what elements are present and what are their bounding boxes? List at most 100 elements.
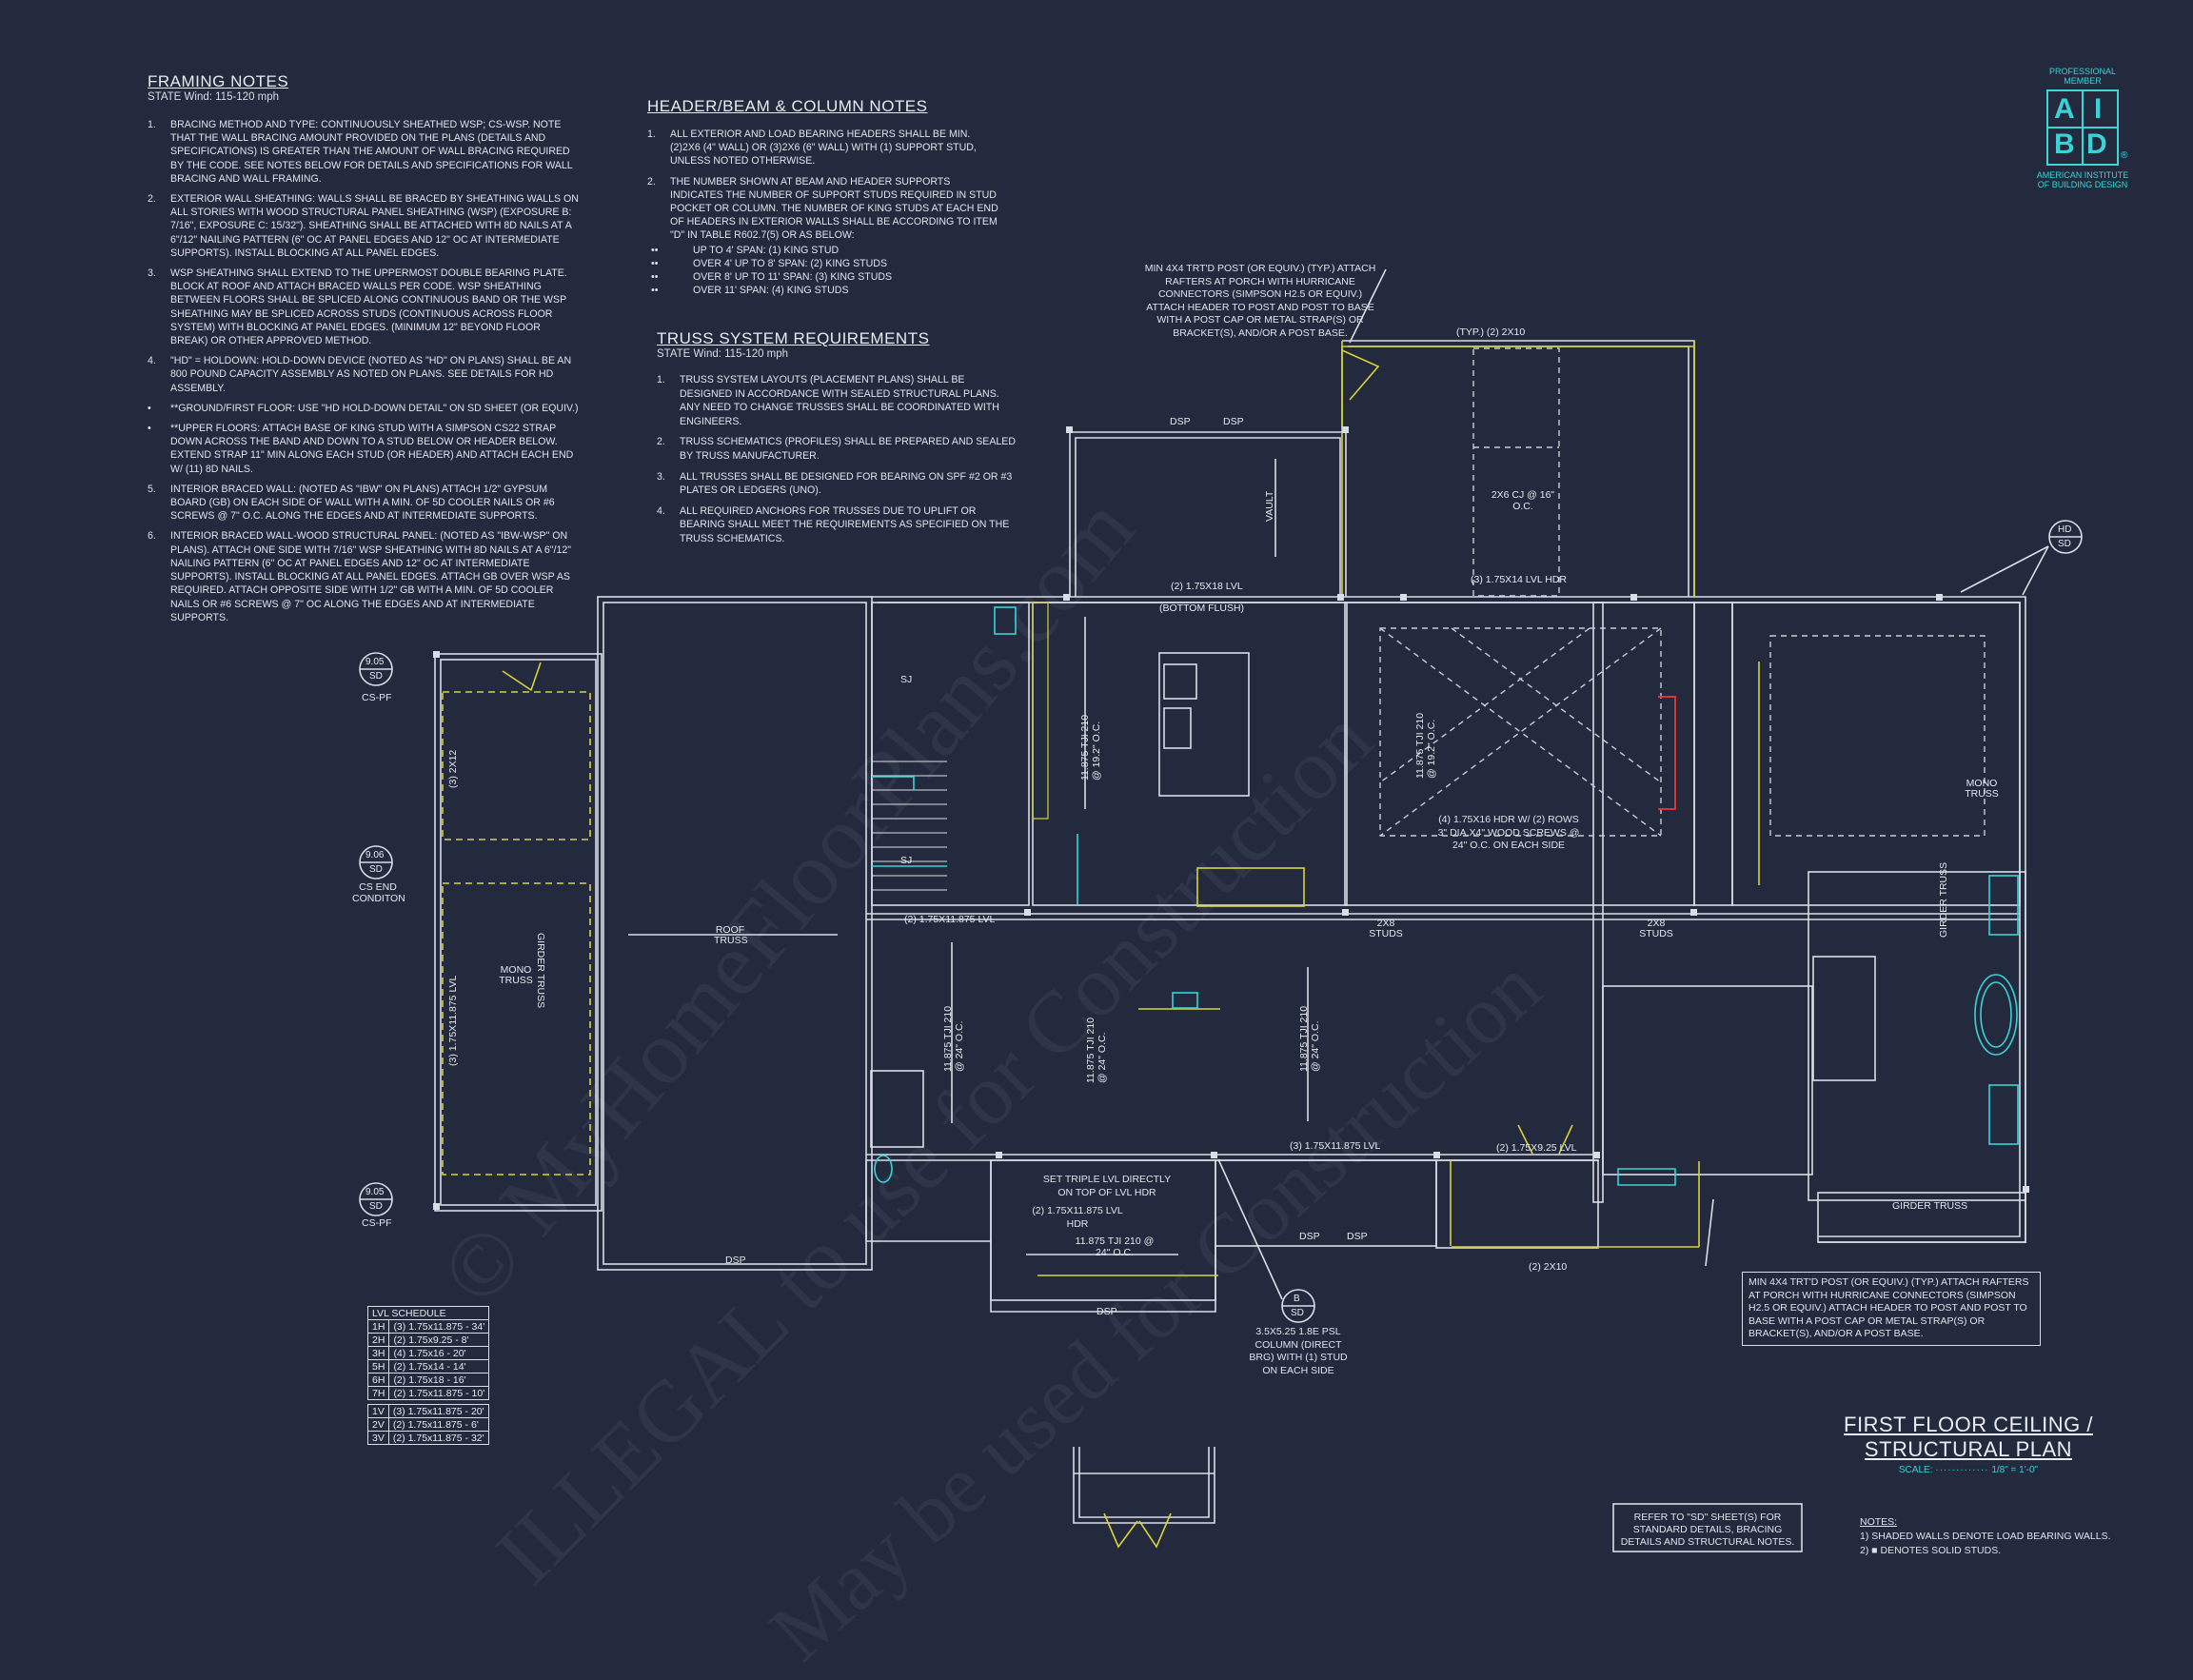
note-number: •	[148, 402, 151, 414]
label-studs-2x8-b: 2x8 STUDS	[1639, 918, 1673, 939]
note-text: EXTERIOR WALL SHEATHING: WALLS SHALL BE …	[170, 193, 579, 259]
label-girder-truss-left: GIRDER TRUSS	[535, 933, 546, 1009]
note-text: TRUSS SYSTEM LAYOUTS (PLACEMENT PLANS) S…	[680, 374, 999, 427]
note-item: 6. INTERIOR BRACED WALL-WOOD STRUCTURAL P…	[148, 529, 581, 623]
note-number: 3.	[657, 470, 665, 483]
note-item: 4. "HD" = HOLDOWN: HOLD-DOWN DEVICE (NOTE…	[148, 354, 581, 395]
king-stud-rule-text: OVER 11' SPAN: (4) KING STUDS	[693, 285, 849, 297]
lvl-mark: 5H	[366, 1359, 390, 1374]
lvl-schedule-row: 6H(2) 1.75x18 - 16'	[366, 1373, 490, 1387]
tag-hd-sd: SD	[2058, 539, 2071, 549]
note-item: • **UPPER FLOORS: ATTACH BASE OF KING STU…	[148, 422, 581, 476]
note-number: 1.	[657, 374, 665, 385]
aibd-bottom-text: AMERICAN INSTITUTE OF BUILDING DESIGN	[2036, 170, 2129, 189]
lvl-mark: 3H	[366, 1346, 390, 1360]
king-stud-rule: ••UP TO 4' SPAN: (1) KING STUD	[647, 244, 999, 257]
note-text: INTERIOR BRACED WALL-WOOD STRUCTURAL PAN…	[170, 530, 572, 623]
note-item: 1. TRUSS SYSTEM LAYOUTS (PLACEMENT PLANS)…	[657, 373, 1018, 428]
label-dsp-garage: DSP	[725, 1255, 746, 1266]
callout-porch-post-bottom: MIN 4x4 TRT'D POST (OR EQUIV.) (TYP.) AT…	[1742, 1272, 2041, 1346]
king-stud-rule: •• OVER 11' SPAN: (4) KING STUDS	[647, 284, 999, 297]
tag-hd: HD	[2058, 524, 2072, 535]
sheet-title-line2: STRUCTURAL PLAN	[1864, 1437, 2073, 1461]
note-item: 3.WSP SHEATHING SHALL EXTEND TO THE UPPE…	[148, 267, 581, 347]
lvl-schedule-row: 2V(2) 1.75x11.875 - 6'	[367, 1417, 489, 1432]
note-number: 6.	[148, 530, 156, 543]
king-stud-rule-text: OVER 4' UP TO 8' SPAN: (2) KING STUDS	[693, 257, 888, 269]
garage-main-outline	[597, 596, 873, 1271]
label-tji-dining: 11.875 TJI 210 @ 24" O.C.	[1298, 1005, 1321, 1072]
label-girder-truss-right: GIRDER TRUSS	[1938, 861, 1949, 938]
label-cs-pf-top: CS-PF	[362, 692, 392, 703]
callout-triple-lvl: SET TRIPLE LVL DIRECTLY ON TOP OF LVL HD…	[1042, 1174, 1172, 1198]
note-number: 1.	[148, 119, 156, 130]
note-text: WSP SHEATHING SHALL EXTEND TO THE UPPERM…	[170, 267, 567, 347]
note-text: "HD" = HOLDOWN: HOLD-DOWN DEVICE (NOTED …	[170, 355, 572, 394]
label-sj-a: SJ	[900, 674, 913, 685]
label-2x10-bottom: (2) 2x10	[1529, 1261, 1568, 1273]
header-notes-list: 1.ALL EXTERIOR AND LOAD BEARING HEADERS …	[647, 128, 999, 243]
aibd-reg-mark: ®	[2121, 150, 2128, 161]
lvl-schedule-row: 5H(2) 1.75x14 - 14'	[366, 1359, 490, 1374]
garage-left-outline	[434, 653, 603, 1212]
note-number: 2.	[148, 193, 156, 206]
label-dsp-porch: DSP	[1096, 1306, 1117, 1317]
bullet-glyph: ••	[651, 244, 659, 256]
aibd-letter-d: D	[2086, 128, 2107, 160]
tag-906: 9.06	[366, 850, 385, 860]
note-number: •	[148, 423, 151, 435]
bullet-glyph: ••	[651, 257, 659, 269]
label-mono-truss-right: MONO TRUSS	[1965, 778, 1999, 800]
note-text: **UPPER FLOORS: ATTACH BASE OF KING STUD…	[170, 423, 574, 475]
note-item: 4.ALL REQUIRED ANCHORS FOR TRUSSES DUE T…	[657, 504, 1018, 546]
label-lvl-2-11875: (2) 1.75x11.875 LVL	[904, 914, 996, 925]
label-girder-truss-bottom: GIRDER TRUSS	[1892, 1200, 1968, 1212]
header-notes-title: HEADER/BEAM & COLUMN NOTES	[647, 97, 928, 115]
note-number: 1.	[647, 128, 656, 140]
note-item: 2.TRUSS SCHEMATICS (PROFILES) SHALL BE P…	[657, 435, 1018, 463]
truss-notes-list: 1. TRUSS SYSTEM LAYOUTS (PLACEMENT PLANS)…	[657, 373, 1018, 546]
lvl-size: (2) 1.75x18 - 16'	[388, 1373, 490, 1387]
lvl-schedule-row: 7H(2) 1.75x11.875 - 10'	[366, 1386, 490, 1400]
tag-905-bottom-sd: SD	[369, 1201, 383, 1212]
note-item: • **GROUND/FIRST FLOOR: USE "HD HOLD-DOWN…	[148, 402, 581, 415]
lvl-schedule-table-v: 1V(3) 1.75x11.875 - 20'2V(2) 1.75x11.875…	[367, 1404, 489, 1445]
label-vault: VAULT	[1264, 490, 1275, 522]
framing-notes-list: 1.BRACING METHOD AND TYPE: CONTINUOUSLY …	[148, 118, 581, 624]
label-cs-pf-bottom: CS-PF	[362, 1217, 392, 1229]
sheet-title-line1: FIRST FLOOR CEILING /	[1844, 1413, 2093, 1436]
lvl-schedule-title: LVL SCHEDULE	[366, 1306, 490, 1320]
callout-hdr-lvl: (2) 1.75x11.875 LVL HDR	[1032, 1205, 1123, 1230]
label-tji-kitchen: 11.875 TJI 210 @ 19.2" O.C.	[1079, 714, 1102, 781]
header-notes: HEADER/BEAM & COLUMN NOTES 1.ALL EXTERIO…	[647, 97, 999, 297]
aibd-letter-a: A	[2054, 93, 2075, 125]
note-item: 2. EXTERIOR WALL SHEATHING: WALLS SHALL B…	[148, 192, 581, 260]
note-item: 1.BRACING METHOD AND TYPE: CONTINUOUSLY …	[148, 118, 581, 186]
bullet-glyph: ••	[651, 271, 659, 284]
sheet-note-2: 2) ■ DENOTES SOLID STUDS.	[1860, 1545, 2002, 1556]
tag-905-top: 9.05	[366, 657, 385, 667]
label-cs-end: CS END CONDITON	[352, 881, 405, 904]
note-text: THE NUMBER SHOWN AT BEAM AND HEADER SUPP…	[670, 175, 998, 242]
note-number: 4.	[148, 355, 156, 367]
header-notes-bullets: ••UP TO 4' SPAN: (1) KING STUD••OVER 4' …	[647, 244, 999, 298]
sheet-notes-title: NOTES:	[1860, 1516, 1898, 1528]
note-text: **GROUND/FIRST FLOOR: USE "HD HOLD-DOWN …	[170, 402, 579, 414]
lvl-schedule-row: 3V(2) 1.75x11.875 - 32'	[367, 1431, 489, 1445]
lvl-schedule-row: 1H(3) 1.75x11.875 - 34'	[366, 1319, 490, 1334]
lvl-schedule-table: LVL SCHEDULE 1H(3) 1.75x11.875 - 34'2H(2…	[366, 1306, 490, 1400]
label-dsp-top-a: DSP	[1170, 416, 1191, 427]
scale-value: 1/8" = 1'-0"	[1991, 1465, 2039, 1475]
note-item: 1.ALL EXTERIOR AND LOAD BEARING HEADERS …	[647, 128, 999, 168]
tag-905-top-sd: SD	[369, 671, 383, 682]
label-sj-b: SJ	[900, 855, 913, 866]
lvl-size: (4) 1.75x16 - 20'	[388, 1346, 490, 1360]
bullet-glyph: ••	[651, 285, 659, 297]
label-typ-2x10: (TYP.) (2) 2x10	[1456, 326, 1526, 338]
lvl-mark: 1V	[367, 1404, 389, 1418]
lvl-mark: 6H	[366, 1373, 390, 1387]
note-text: INTERIOR BRACED WALL: (NOTED AS "IBW" ON…	[170, 483, 555, 523]
label-dsp-bottom-a: DSP	[1299, 1231, 1320, 1242]
lvl-size: (2) 1.75x14 - 14'	[388, 1359, 490, 1374]
lvl-mark: 3V	[367, 1431, 389, 1445]
